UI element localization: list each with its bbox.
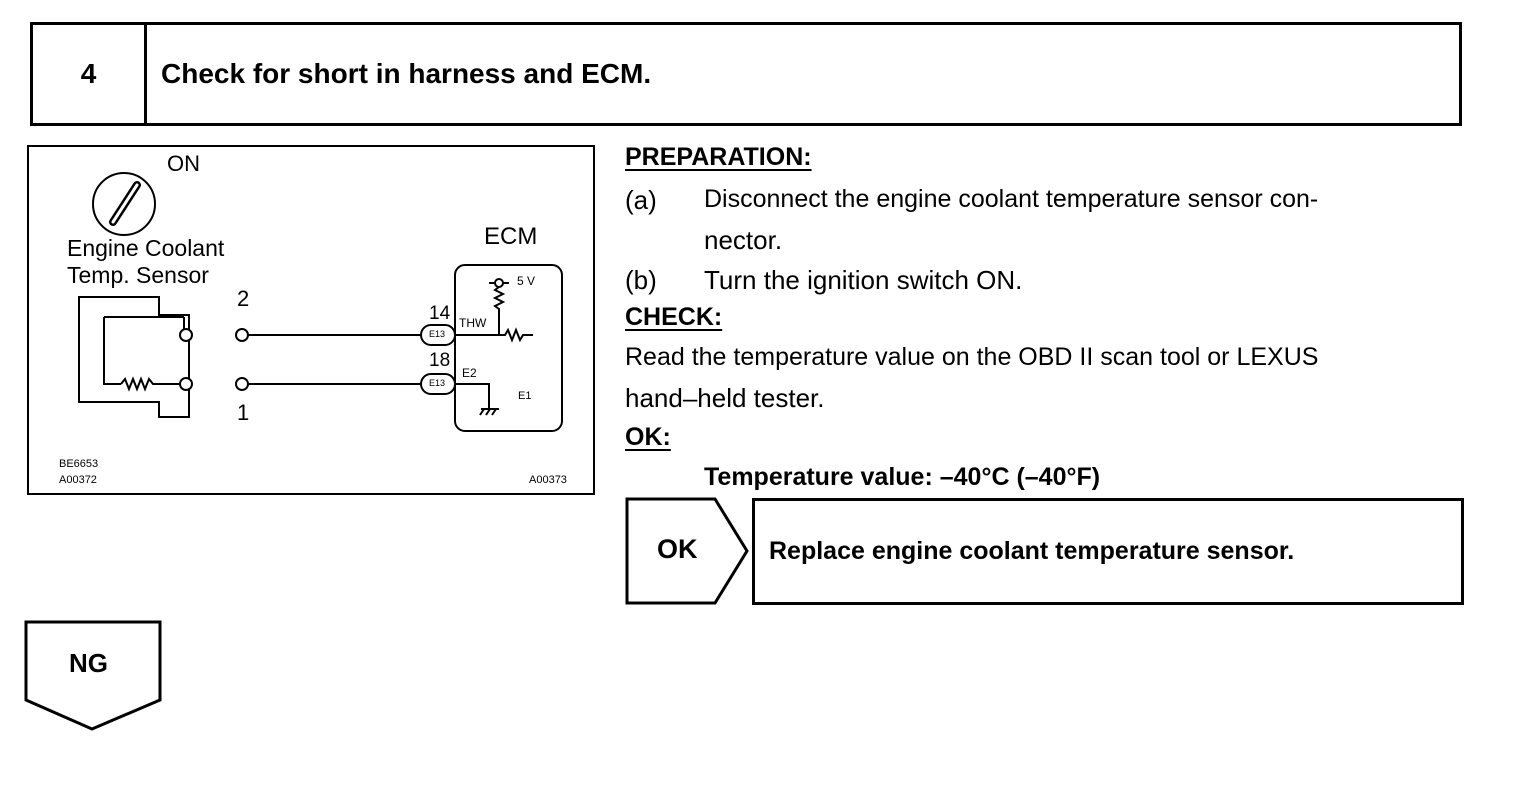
figure-code-2: A00372 (59, 474, 97, 486)
pin-2-label: 2 (237, 286, 250, 311)
ecm-box (454, 264, 563, 432)
step-number: 4 (33, 25, 147, 123)
voltage-label: 5 V (517, 274, 536, 288)
sensor-connector-housing (78, 296, 190, 418)
figure-code-1: BE6653 (59, 458, 99, 470)
signal-e2-label: E2 (462, 366, 477, 380)
ok-arrow-label: OK (657, 534, 698, 564)
preparation-heading: PREPARATION: (625, 143, 812, 171)
step-a-marker: (a) (625, 185, 657, 215)
step-b-line1: Turn the ignition switch ON. (704, 265, 1023, 295)
ng-arrow-label: NG (69, 648, 108, 678)
harness-terminal-2 (235, 328, 249, 342)
sensor-resistor-icon (120, 376, 181, 392)
sensor-terminal-2 (179, 328, 193, 342)
step-b-marker: (b) (625, 265, 657, 295)
step-a-line2: nector. (704, 225, 783, 255)
sensor-terminal-1 (179, 377, 193, 391)
pin-18-label: 18 (429, 350, 451, 371)
step-a-line1: Disconnect the engine coolant temperatur… (704, 185, 1319, 213)
ok-arrow: OK (625, 496, 755, 606)
ignition-switch-icon (92, 172, 156, 236)
signal-thw-label: THW (459, 316, 487, 330)
ecm-label: ECM (484, 223, 538, 250)
ok-heading: OK: (625, 423, 671, 451)
ok-result-action: Replace engine coolant temperature senso… (769, 537, 1295, 565)
sensor-label-line2: Temp. Sensor (67, 262, 209, 288)
sensor-inner-wire (103, 317, 121, 385)
pin-14-label: 14 (429, 303, 451, 324)
check-heading: CHECK: (625, 303, 723, 331)
sensor-label-line1: Engine Coolant (67, 235, 225, 261)
ok-spec: Temperature value: –40°C (–40°F) (704, 463, 1101, 491)
connector-e13-b-label: E13 (429, 378, 446, 388)
internal-resistor-icon (499, 327, 533, 343)
wiring-diagram: ON Engine Coolant Temp. Sensor ECM 2 1 1… (27, 145, 595, 495)
ok-result-box: Replace engine coolant temperature senso… (752, 498, 1464, 605)
switch-on-label: ON (167, 151, 200, 176)
check-line2: hand–held tester. (625, 383, 825, 413)
ground-icon (479, 408, 499, 416)
wiring-diagram-drawing (78, 172, 563, 432)
step-header: 4 Check for short in harness and ECM. (30, 22, 1462, 126)
ignition-key-icon (109, 181, 141, 226)
pullup-resistor-icon (492, 286, 506, 322)
pin-1-label: 1 (237, 400, 250, 425)
check-line1: Read the temperature value on the OBD II… (625, 343, 1319, 371)
figure-code-3: A00373 (529, 474, 567, 486)
harness-terminal-1 (235, 377, 249, 391)
step-title: Check for short in harness and ECM. (161, 58, 652, 89)
ng-arrow: NG (23, 620, 163, 732)
signal-e1-label: E1 (518, 390, 532, 402)
connector-e13-a-label: E13 (429, 329, 446, 339)
